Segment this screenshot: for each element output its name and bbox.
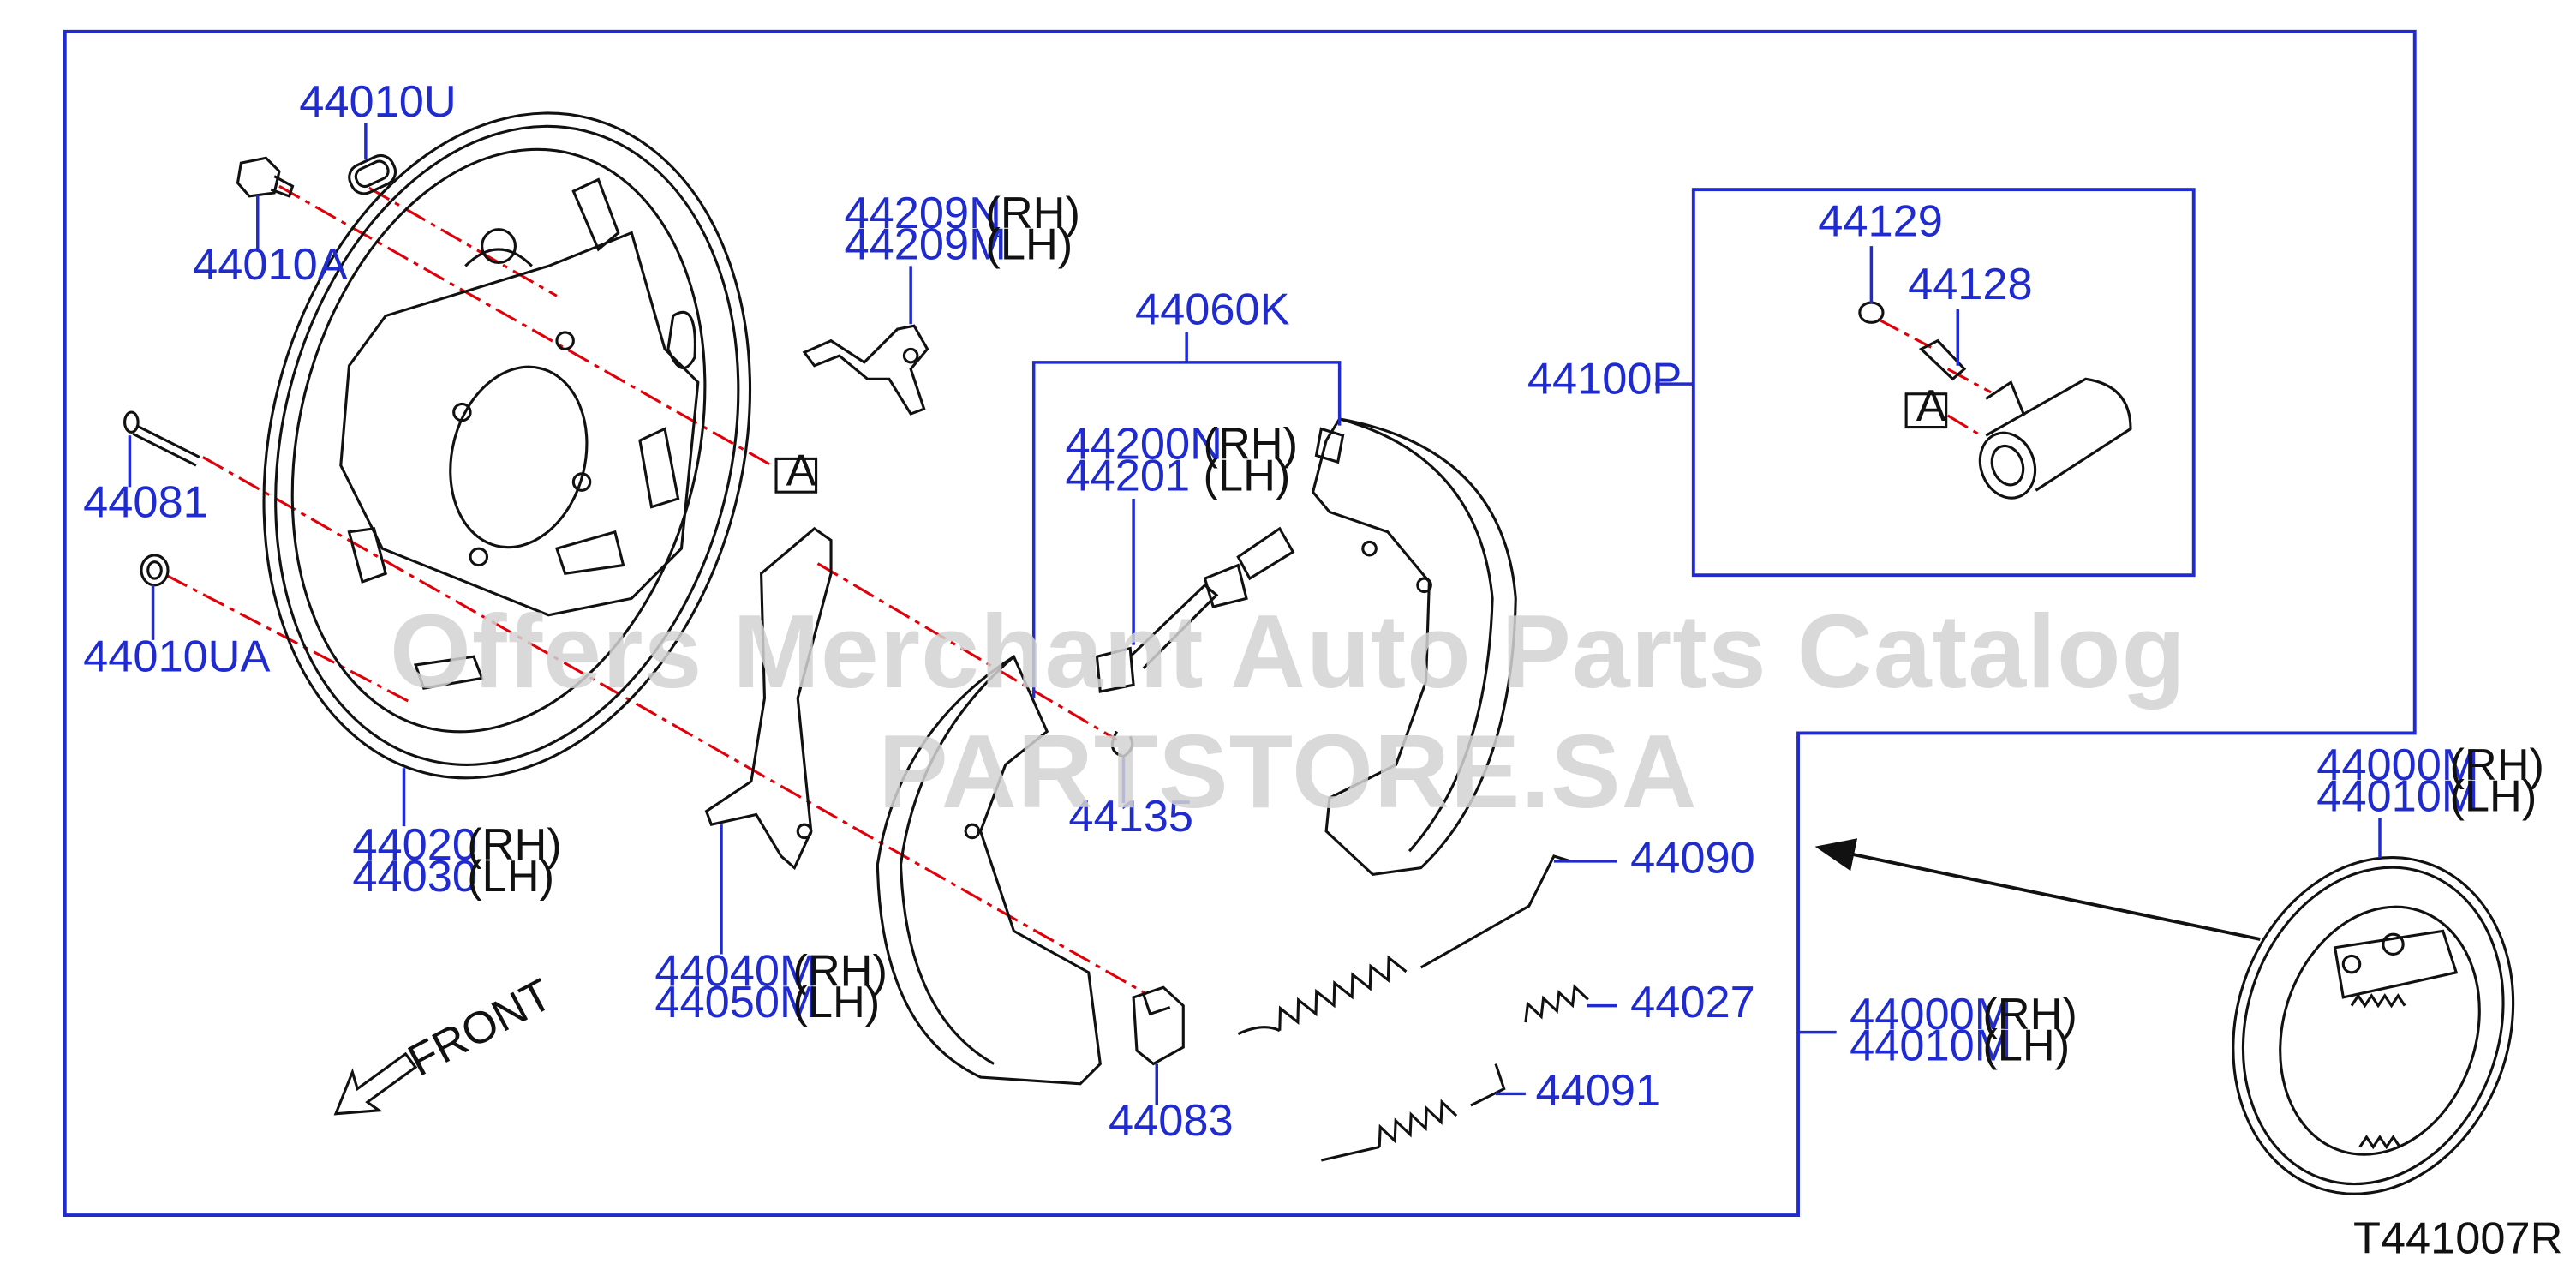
label-44020: 44020 [352,820,477,870]
ref-marker-a-1: A [786,446,816,495]
ref-box-a-2 [1904,392,1948,429]
label-44090: 44090 [1630,833,1755,883]
label-44050M-side: (LH) [792,978,880,1027]
label-44000M-inset: 44000M [2316,740,2478,790]
wheel-cylinder-drawing [1978,377,2132,500]
grommet-44010U-drawing [348,153,397,195]
label-44010M-inset-side: (LH) [2449,772,2537,822]
brake-shoe-front-drawing [876,654,1102,1086]
ref-box-a-1 [774,457,818,494]
label-44040M-side: (RH) [792,946,888,996]
bleeder-cap-drawing [1858,301,1885,324]
label-44010M-inset: 44010M [2316,772,2478,822]
parking-brake-lever-drawing [704,526,833,871]
label-44100P: 44100P [1527,355,1682,404]
front-label: FRONT [400,970,559,1087]
label-44209N-side: (RH) [985,189,1079,238]
wheel-cylinder-inset-frame [1691,188,2196,578]
label-44040M: 44040M [654,946,816,996]
leader-lines [128,123,2382,1106]
label-44010U: 44010U [299,77,456,127]
label-44000M-inset-side: (RH) [2449,740,2544,790]
label-44060K: 44060K [1135,285,1290,334]
label-44201-side: (LH) [1204,451,1291,500]
label-44000M-frame-side: (RH) [1982,990,2077,1039]
spring-44090-drawing [1237,854,1571,1036]
front-direction-arrow [333,1051,418,1116]
bolt-44010A-drawing [236,156,295,198]
label-44010M-frame: 44010M [1850,1021,2011,1071]
label-44200N: 44200N [1066,419,1222,469]
label-44209M-side: (LH) [985,220,1073,270]
clip-44135-drawing [1110,730,1134,758]
label-44027: 44027 [1630,978,1755,1027]
backing-plate-drawing [262,111,752,780]
label-44010M-frame-side: (LH) [1982,1021,2070,1071]
label-44050M: 44050M [654,978,816,1027]
pin-44081-drawing [123,410,200,467]
adjuster-lever-drawing [802,324,929,416]
hold-down-44083-drawing [1132,985,1185,1066]
assembly-frame [63,29,2417,1217]
label-44000M-frame: 44000M [1850,990,2011,1039]
label-44020-side: (RH) [467,820,561,870]
label-44135: 44135 [1068,792,1193,842]
plug-44010UA-drawing [140,554,170,587]
assembly-arrow [1814,838,2261,941]
assembled-brake-drawing [2232,856,2515,1195]
label-44201: 44201 [1066,451,1191,500]
label-44129: 44129 [1818,196,1943,246]
brake-shoe-rear-drawing [1311,417,1517,877]
label-44209N: 44209N [845,189,1001,238]
label-44200N-side: (RH) [1204,419,1299,469]
bleeder-screw-drawing [1918,338,1967,381]
label-44209M: 44209M [845,220,1007,270]
ref-marker-a-2: A [1916,381,1946,431]
label-44030: 44030 [352,852,477,902]
label-44081: 44081 [83,477,208,527]
label-44128: 44128 [1908,260,2033,309]
label-44083: 44083 [1109,1096,1234,1146]
label-44030-side: (LH) [467,852,554,902]
label-44010UA: 44010UA [83,632,270,682]
spring-44027-drawing [1524,984,1589,1023]
label-44010A: 44010A [193,240,348,290]
label-44091: 44091 [1536,1066,1661,1116]
spring-44091-drawing [1320,1063,1506,1162]
diagram-code: T441007R [2353,1214,2563,1264]
adjuster-assembly-drawing [1095,526,1295,693]
